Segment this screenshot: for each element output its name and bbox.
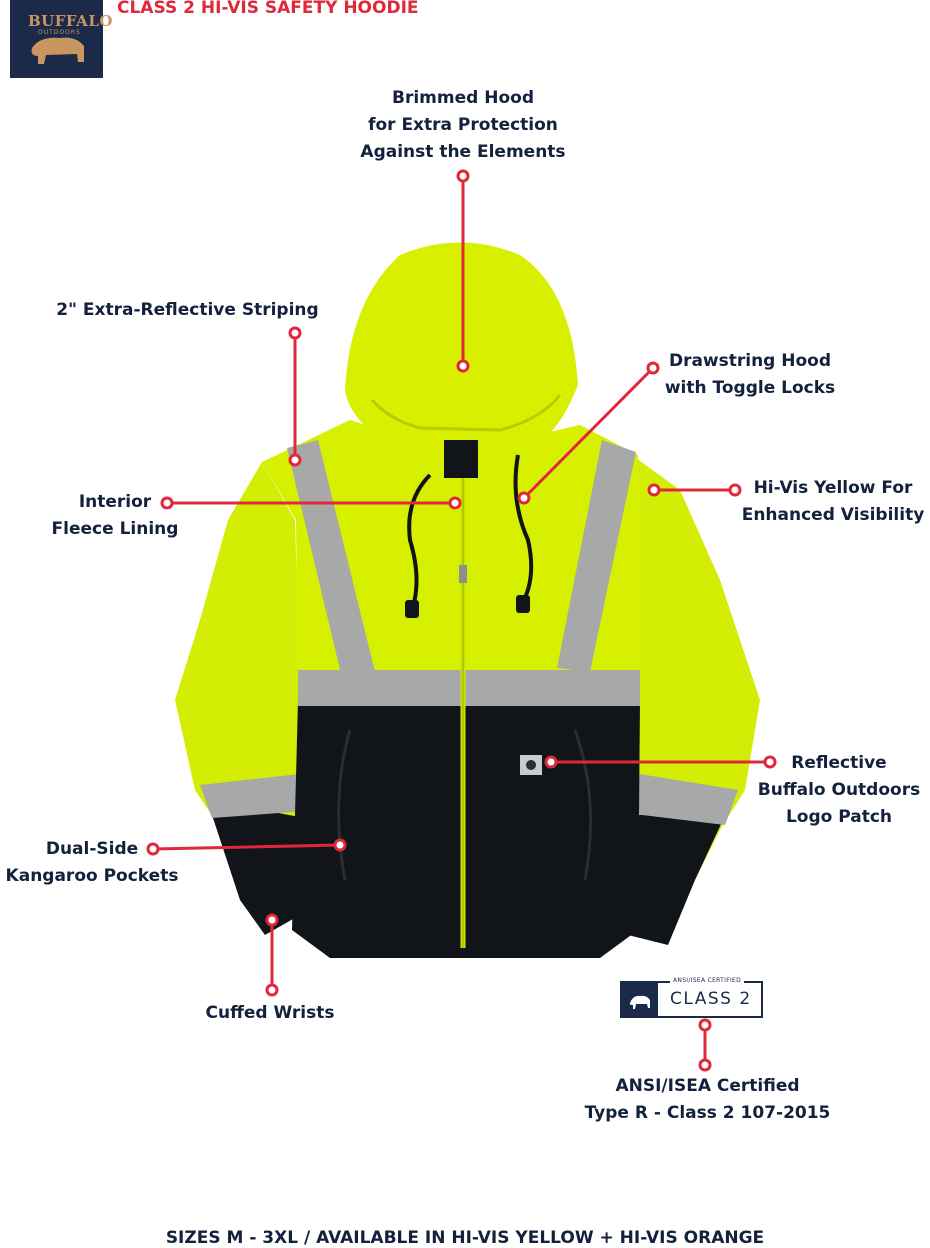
callout-dot-brimmed-bottom bbox=[456, 359, 470, 373]
left-toggle bbox=[405, 600, 419, 618]
right-cuff bbox=[618, 812, 722, 945]
left-drawstring bbox=[407, 473, 432, 611]
badge-certified-text: ANSI/ISEA CERTIFIED bbox=[670, 977, 745, 984]
callout-dot-brimmed-top bbox=[456, 169, 470, 183]
left-chest-stripe bbox=[287, 440, 375, 678]
pocket-left bbox=[337, 729, 352, 881]
callout-hi-vis-yellow: Hi-Vis Yellow For Enhanced Visibility bbox=[741, 478, 925, 525]
left-cuff bbox=[212, 810, 305, 935]
waist-stripe bbox=[298, 670, 640, 706]
callout-cuffed-wrists: Cuffed Wrists bbox=[205, 1003, 335, 1023]
right-sleeve-stripe bbox=[615, 770, 738, 825]
buffalo-icon bbox=[31, 37, 85, 64]
callout-kangaroo-pockets: Dual-Side Kangaroo Pockets bbox=[5, 839, 179, 886]
page-title: CLASS 2 HI-VIS SAFETY HOODIE bbox=[117, 0, 419, 18]
right-chest-stripe bbox=[557, 440, 636, 672]
neck-label bbox=[444, 440, 478, 478]
footer-sizes-text: SIZES M - 3XL / AVAILABLE IN HI-VIS YELL… bbox=[165, 1228, 765, 1248]
hood-inner bbox=[370, 394, 562, 432]
callout-logo-patch: Reflective Buffalo Outdoors Logo Patch bbox=[757, 753, 921, 827]
badge-class-text: CLASS 2 bbox=[670, 989, 752, 1009]
badge-buffalo-icon bbox=[622, 983, 658, 1016]
torso-black bbox=[292, 700, 640, 958]
left-sleeve-stripe bbox=[200, 772, 320, 818]
class-2-badge: ANSI/ISEA CERTIFIED CLASS 2 bbox=[620, 977, 763, 1018]
logo-subtext: OUTDOORS bbox=[38, 29, 81, 36]
logo-wordmark: BUFFALO bbox=[28, 12, 113, 30]
zipper-pull bbox=[459, 565, 467, 583]
callout-ansi-certified: ANSI/ISEA Certified Type R - Class 2 107… bbox=[584, 1076, 831, 1123]
right-toggle bbox=[516, 595, 530, 613]
buffalo-outdoors-logo: BUFFALO OUTDOORS bbox=[10, 0, 112, 78]
pocket-right bbox=[573, 729, 593, 881]
callout-brimmed-hood: Brimmed Hood for Extra Protection Agains… bbox=[360, 88, 566, 162]
right-drawstring bbox=[513, 454, 534, 601]
callout-reflective-striping: 2" Extra-Reflective Striping bbox=[56, 300, 319, 320]
callout-drawstring-hood: Drawstring Hood with Toggle Locks bbox=[664, 351, 836, 398]
callout-interior-fleece: Interior Fleece Lining bbox=[51, 492, 179, 539]
